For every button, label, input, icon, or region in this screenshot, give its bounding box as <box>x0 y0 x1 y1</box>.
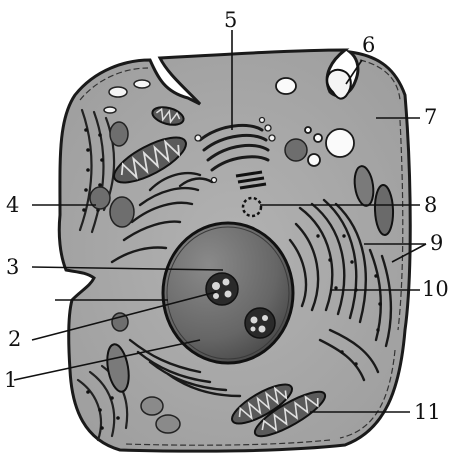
label-6: 6 <box>362 33 375 57</box>
label-9: 9 <box>430 231 443 255</box>
label-8: 8 <box>424 193 437 217</box>
label-2: 2 <box>8 327 21 351</box>
label-4: 4 <box>6 193 19 217</box>
label-3: 3 <box>6 255 19 279</box>
label-1: 1 <box>4 368 17 392</box>
label-11: 11 <box>414 400 441 424</box>
label-10: 10 <box>422 277 449 301</box>
label-7: 7 <box>424 105 437 129</box>
label-5: 5 <box>224 8 237 32</box>
